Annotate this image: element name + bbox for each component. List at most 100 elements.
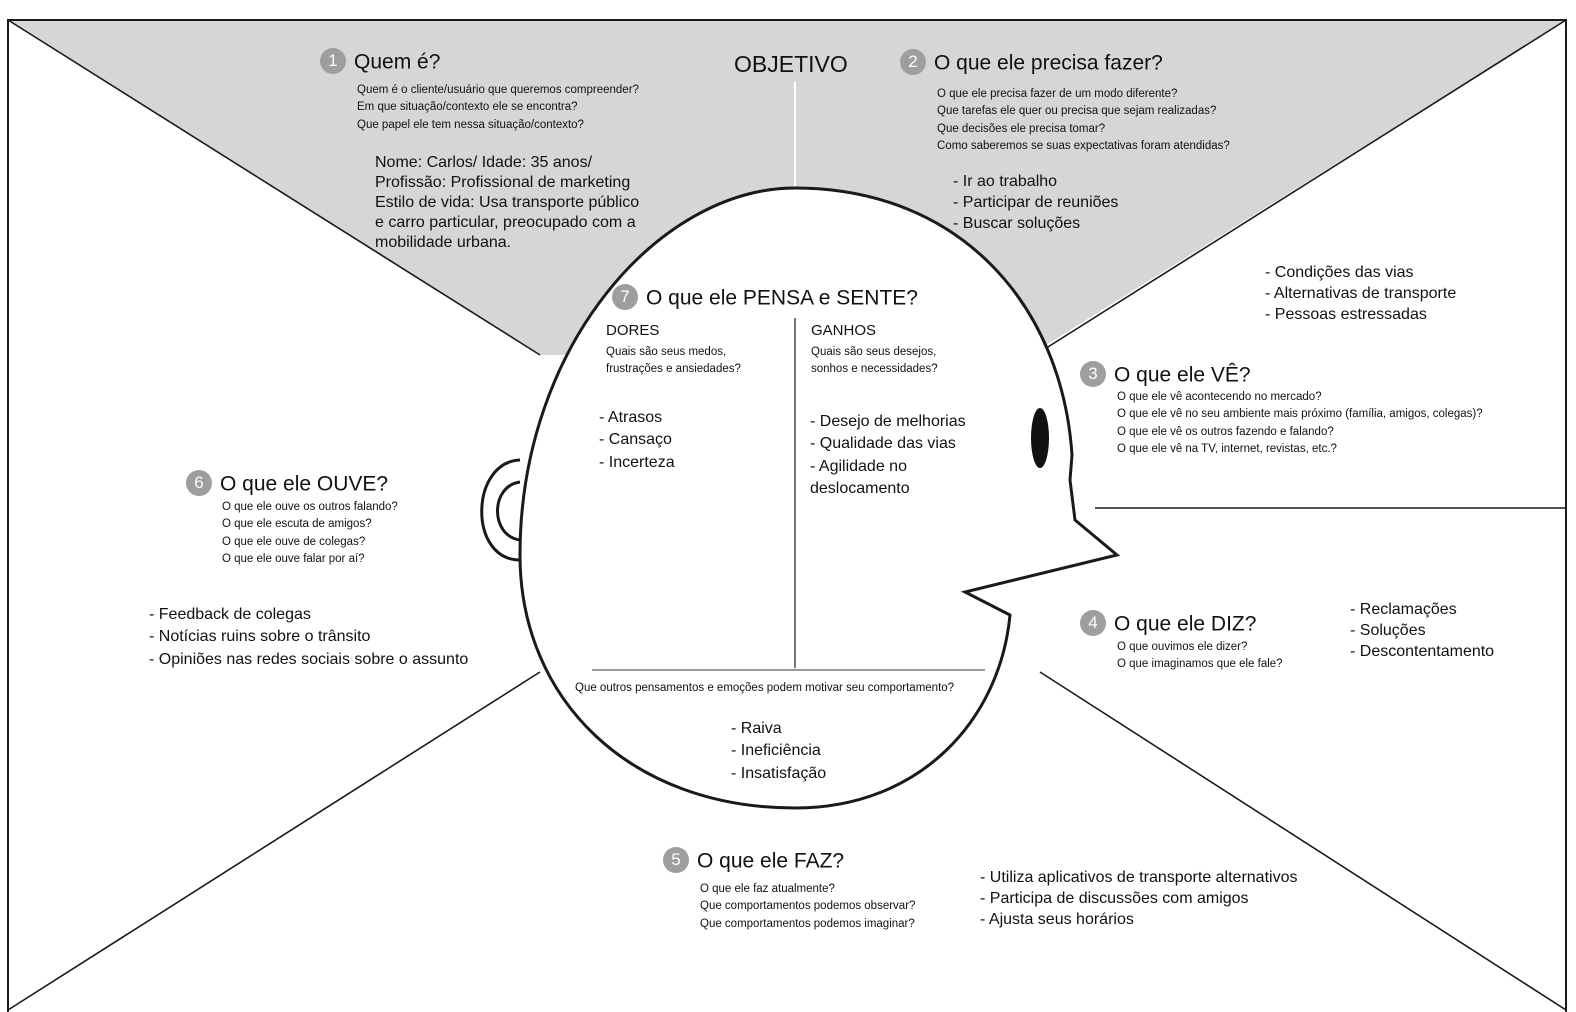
section-sees-answers: - Condições das vias - Alternativas de t… xyxy=(1265,263,1456,325)
section-hears-number: 6 xyxy=(186,470,212,496)
answer: - Utiliza aplicativos de transporte alte… xyxy=(980,869,1298,886)
section-hears-title: 6 O que ele OUVE? xyxy=(186,470,389,498)
head-outline xyxy=(518,186,1121,810)
diagonal-top-left xyxy=(7,19,541,356)
answer: - Raiva xyxy=(731,720,782,737)
answer: Profissão: Profissional de marketing xyxy=(375,174,631,191)
question: O que ele faz atualmente? xyxy=(700,883,835,895)
answer: - Condições das vias xyxy=(1265,264,1414,281)
answer: - Ajusta seus horários xyxy=(980,910,1134,928)
question: O que ele precisa fazer de um modo difer… xyxy=(937,88,1178,100)
answer: - Soluções xyxy=(1350,621,1426,639)
section-needs-questions: O que ele precisa fazer de um modo difer… xyxy=(937,86,1230,155)
objective-label: OBJETIVO xyxy=(734,51,848,77)
question: Que tarefas ele quer ou precisa que seja… xyxy=(937,105,1217,118)
diagonal-top-right xyxy=(1039,19,1567,353)
section-sees-title-text: O que ele VÊ? xyxy=(1114,363,1251,387)
section-says-title: 4 O que ele DIZ? xyxy=(1080,610,1257,638)
diagonal-bottom-right xyxy=(1039,671,1567,1011)
answer: - Participar de reuniões xyxy=(953,193,1119,211)
question: sonhos e necessidades? xyxy=(811,363,938,376)
answer: - Alternativas de transporte xyxy=(1265,284,1457,302)
answer: - Cansaço xyxy=(599,431,672,449)
section-sees-number: 3 xyxy=(1080,361,1106,387)
gains-label: GANHOS xyxy=(811,322,877,339)
answer: - Desejo de melhorias xyxy=(810,413,966,430)
section-who-title: 1 Quem é? xyxy=(320,48,441,76)
answer: e carro particular, preocupado com a xyxy=(375,214,636,231)
section-who-answers: Nome: Carlos/ Idade: 35 anos/ Profissão:… xyxy=(375,153,639,253)
answer: - Insatisfação xyxy=(731,764,827,782)
section-hears-title-text: O que ele OUVE? xyxy=(220,472,389,496)
gains-answers: - Desejo de melhorias - Qualidade das vi… xyxy=(810,411,966,501)
section-needs-answers: - Ir ao trabalho - Participar de reuniõe… xyxy=(953,172,1118,234)
section-sees-title: 3 O que ele VÊ? xyxy=(1080,361,1251,389)
answer: - Buscar soluções xyxy=(953,214,1081,232)
question: Como saberemos se suas expectativas fora… xyxy=(937,139,1230,152)
question: O que ele vê no seu ambiente mais próxim… xyxy=(1117,408,1483,421)
section-sees-questions: O que ele vê acontecendo no mercado? O q… xyxy=(1117,389,1483,458)
question: O que ele ouve os outros falando? xyxy=(222,501,398,513)
answer: - Incerteza xyxy=(599,453,675,471)
section-thinks-title-text: O que ele PENSA e SENTE? xyxy=(646,286,918,310)
question: Que comportamentos podemos imaginar? xyxy=(700,917,915,930)
question: O que ele escuta de amigos? xyxy=(222,518,372,531)
section-thinks-title: 7 O que ele PENSA e SENTE? xyxy=(612,284,918,312)
question: O que ele vê acontecendo no mercado? xyxy=(1117,391,1322,403)
section-needs-title-text: O que ele precisa fazer? xyxy=(934,51,1163,75)
section-says-title-text: O que ele DIZ? xyxy=(1114,612,1257,636)
section-says-answers: - Reclamações - Soluções - Descontentame… xyxy=(1350,600,1494,662)
answer: - Ir ao trabalho xyxy=(953,173,1058,190)
section-says-questions: O que ouvimos ele dizer? O que imaginamo… xyxy=(1117,639,1283,674)
answer: - Opiniões nas redes sociais sobre o ass… xyxy=(149,650,469,668)
section-needs-number: 2 xyxy=(900,49,926,75)
outer-border xyxy=(7,19,1567,1012)
answer: mobilidade urbana. xyxy=(375,234,512,251)
answer: deslocamento xyxy=(810,480,910,498)
question: Quem é o cliente/usuário que queremos co… xyxy=(357,84,639,96)
question: Quais são seus desejos, xyxy=(811,346,937,358)
question: Que comportamentos podemos observar? xyxy=(700,900,916,913)
section-who-number: 1 xyxy=(320,48,346,74)
answer: - Agilidade no xyxy=(810,457,907,475)
diagonal-bottom-left xyxy=(7,671,541,1011)
question: Que decisões ele precisa tomar? xyxy=(937,122,1106,135)
section-does-questions: O que ele faz atualmente? Que comportame… xyxy=(700,881,915,933)
question: O que ele vê na TV, internet, revistas, … xyxy=(1117,442,1337,455)
answer: - Reclamações xyxy=(1350,601,1457,618)
answer: Nome: Carlos/ Idade: 35 anos/ xyxy=(375,154,593,171)
other-thoughts-question: Que outros pensamentos e emoções podem m… xyxy=(575,682,955,694)
other-thoughts-answers: - Raiva - Ineficiência - Insatisfação xyxy=(731,718,826,785)
pains-label: DORES xyxy=(606,322,660,339)
answer: - Feedback de colegas xyxy=(149,606,311,623)
section-thinks-number: 7 xyxy=(612,284,638,310)
question: Que papel ele tem nessa situação/context… xyxy=(357,118,584,131)
question: O que ouvimos ele dizer? xyxy=(1117,641,1248,653)
section-hears-answers: - Feedback de colegas - Notícias ruins s… xyxy=(149,604,468,671)
answer: Estilo de vida: Usa transporte público xyxy=(375,194,640,211)
question: O que ele ouve de colegas? xyxy=(222,535,366,548)
section-says-number: 4 xyxy=(1080,610,1106,636)
question: O que ele ouve falar por aí? xyxy=(222,552,365,565)
section-who-questions: Quem é o cliente/usuário que queremos co… xyxy=(357,82,639,134)
question: frustrações e ansiedades? xyxy=(606,363,741,376)
gains-questions: Quais são seus desejos, sonhos e necessi… xyxy=(811,344,938,379)
question: O que imaginamos que ele fale? xyxy=(1117,658,1283,671)
eye-icon xyxy=(1031,408,1049,468)
question: Em que situação/contexto ele se encontra… xyxy=(357,101,578,114)
pains-answers: - Atrasos - Cansaço - Incerteza xyxy=(599,407,675,474)
ear-inner-icon xyxy=(496,480,521,542)
section-who-title-text: Quem é? xyxy=(354,50,441,74)
section-does-title-text: O que ele FAZ? xyxy=(697,849,845,873)
answer: - Participa de discussões com amigos xyxy=(980,889,1249,907)
answer: - Qualidade das vias xyxy=(810,435,956,453)
ear-icon xyxy=(480,458,521,562)
answer: - Pessoas estressadas xyxy=(1265,305,1427,323)
answer: - Ineficiência xyxy=(731,742,821,760)
answer: - Atrasos xyxy=(599,409,663,426)
pains-questions: Quais são seus medos, frustrações e ansi… xyxy=(606,344,741,379)
section-does-answers: - Utiliza aplicativos de transporte alte… xyxy=(980,868,1297,930)
